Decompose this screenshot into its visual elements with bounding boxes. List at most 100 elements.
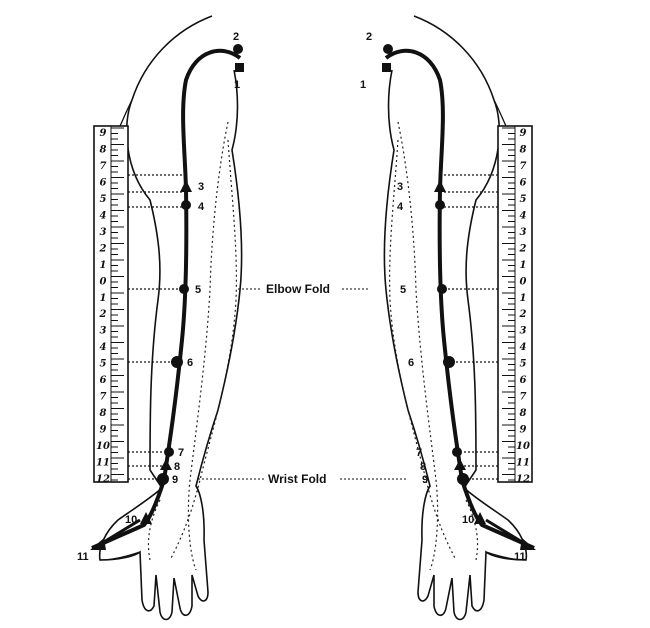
ruler-digit: 2 xyxy=(519,243,527,254)
right-point-11-label: 11 xyxy=(514,551,526,563)
left-point-11-label: 11 xyxy=(77,551,89,563)
ruler-digit: 8 xyxy=(520,408,527,419)
left-point-6-marker xyxy=(171,356,183,368)
ruler-digit: 2 xyxy=(519,309,527,320)
elbow-fold-label: Elbow Fold xyxy=(266,282,330,296)
ruler-digit: 3 xyxy=(520,227,527,238)
left-point-7-label: 7 xyxy=(178,447,184,459)
ruler-digit: 0 xyxy=(520,276,527,287)
ruler-digit: 9 xyxy=(100,128,107,139)
right-point-10-marker xyxy=(474,512,486,524)
left-point-4-label: 4 xyxy=(198,201,205,213)
ruler-digit: 11 xyxy=(96,458,110,469)
ruler-digit: 5 xyxy=(520,359,527,370)
left-point-6-label: 6 xyxy=(187,357,193,369)
right-point-8-label: 8 xyxy=(420,461,426,473)
ruler-digit: 10 xyxy=(96,441,110,452)
right-point-4-marker xyxy=(435,200,445,210)
left-point-5-label: 5 xyxy=(195,284,201,296)
ruler-digit: 9 xyxy=(100,425,107,436)
left-point-8-marker xyxy=(160,459,172,470)
ruler-digit: 2 xyxy=(99,243,107,254)
right-arrowhead-11 xyxy=(520,538,536,550)
ruler-digit: 4 xyxy=(520,210,527,221)
right-thumb-outline xyxy=(485,551,527,561)
left-arm-outline xyxy=(98,15,243,621)
ruler-digit: 7 xyxy=(520,392,527,403)
ruler-digit: 5 xyxy=(520,194,527,205)
left-dotted-line-a xyxy=(187,121,229,571)
ruler-digit: 8 xyxy=(100,144,107,155)
ruler-digit: 12 xyxy=(516,474,530,485)
left-point-7-marker xyxy=(164,447,174,457)
wrist-fold-label: Wrist Fold xyxy=(268,472,326,486)
right-point-2-marker xyxy=(383,44,393,54)
right-point-2-label: 2 xyxy=(366,31,372,43)
ruler-digit: 12 xyxy=(96,474,110,485)
ruler-digit: 4 xyxy=(100,210,107,221)
ruler-digit: 7 xyxy=(100,161,107,172)
right-point-9-marker xyxy=(457,473,469,485)
right-point-6-marker xyxy=(443,356,455,368)
ruler-digit: 9 xyxy=(520,128,527,139)
right-point-4-label: 4 xyxy=(397,201,404,213)
ruler-digit: 6 xyxy=(520,177,527,188)
right-point-1-marker xyxy=(382,63,391,72)
right-point-5-label: 5 xyxy=(400,284,406,296)
ruler-digit: 1 xyxy=(520,260,527,271)
right-scale-ruler xyxy=(497,125,533,483)
ruler-digit: 3 xyxy=(520,326,527,337)
ruler-digit: 1 xyxy=(520,293,527,304)
left-point-10-label: 10 xyxy=(125,514,137,526)
right-scale-guides xyxy=(444,174,498,480)
right-point-3-marker xyxy=(434,180,446,192)
left-shoulder-line xyxy=(119,99,133,127)
left-point-8-label: 8 xyxy=(174,461,180,473)
ruler-digit: 0 xyxy=(100,276,107,287)
ruler-digit: 5 xyxy=(100,194,107,205)
right-point-7-marker xyxy=(452,447,462,457)
left-dotted-line-b xyxy=(169,139,237,561)
left-point-1-marker xyxy=(235,63,244,72)
ruler-digit: 7 xyxy=(100,392,107,403)
ruler-digit: 3 xyxy=(100,227,107,238)
right-arm-outline xyxy=(383,15,528,621)
ruler-digit: 8 xyxy=(520,144,527,155)
left-point-9-marker xyxy=(157,473,169,485)
right-dotted-line-c xyxy=(465,499,479,561)
ruler-digit: 10 xyxy=(516,441,530,452)
left-point-3-label: 3 xyxy=(198,181,204,193)
right-point-6-label: 6 xyxy=(408,357,414,369)
ruler-digit: 3 xyxy=(100,326,107,337)
right-point-1-label: 1 xyxy=(360,79,366,91)
ruler-digit: 1 xyxy=(100,260,107,271)
ruler-digit: 9 xyxy=(520,425,527,436)
left-thumb-outline xyxy=(99,551,141,561)
left-point-2-marker xyxy=(233,44,243,54)
right-point-8-marker xyxy=(454,459,466,470)
right-shoulder-line xyxy=(493,99,507,127)
right-point-10-label: 10 xyxy=(462,514,474,526)
right-point-9-label: 9 xyxy=(422,474,428,486)
ruler-digit: 6 xyxy=(520,375,527,386)
left-point-3-marker xyxy=(180,180,192,192)
left-arrowhead-11 xyxy=(90,538,106,550)
right-point-3-label: 3 xyxy=(397,181,403,193)
right-dotted-line-a xyxy=(397,121,439,571)
ruler-digit: 1 xyxy=(100,293,107,304)
ruler-digit: 11 xyxy=(516,458,530,469)
right-point-7-label: 7 xyxy=(416,447,422,459)
left-point-4-marker xyxy=(181,200,191,210)
right-point-5-marker xyxy=(437,284,447,294)
ruler-digit: 5 xyxy=(100,359,107,370)
ruler-digit: 6 xyxy=(100,177,107,188)
left-point-5-marker xyxy=(179,284,189,294)
ruler-digit: 4 xyxy=(100,342,107,353)
ruler-digit: 6 xyxy=(100,375,107,386)
fold-labels: Elbow Fold Wrist Fold xyxy=(198,282,406,486)
left-point-10-marker xyxy=(140,512,152,524)
